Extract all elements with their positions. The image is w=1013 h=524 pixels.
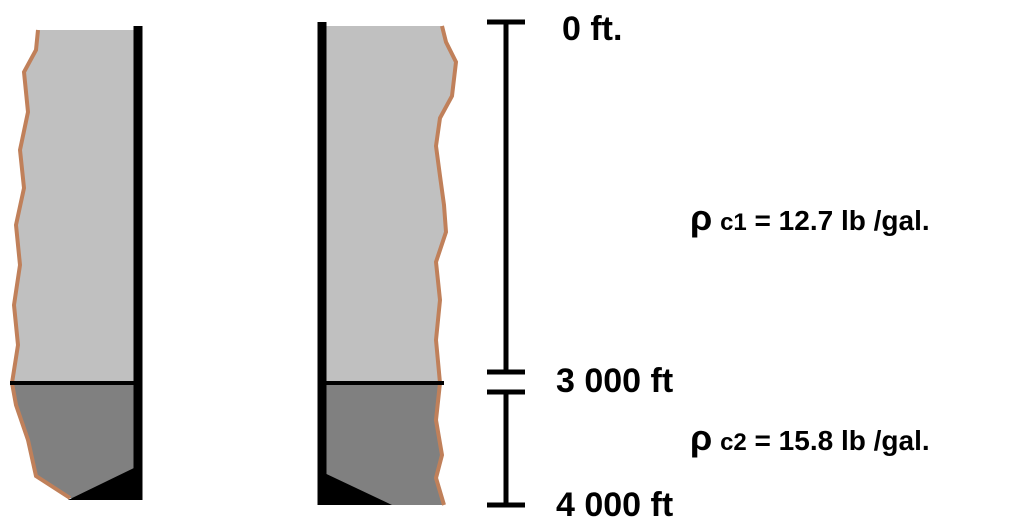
density-subscript: c1 [720, 209, 747, 236]
density-subscript: c2 [720, 429, 747, 456]
density-value: = 15.8 lb /gal. [746, 425, 930, 456]
density-symbol: ρ [690, 417, 713, 458]
left-upper-cement [12, 30, 136, 383]
left-annulus [9, 26, 143, 500]
density-label-lower-cement: ρ c2 = 15.8 lb /gal. [690, 420, 930, 456]
right-casing-shoe [318, 470, 392, 505]
density-value: = 12.7 lb /gal. [746, 205, 930, 236]
right-formation-wall [433, 25, 459, 506]
depth-label-interface: 3 000 ft [556, 362, 674, 400]
depth-label-top: 0 ft. [562, 10, 623, 48]
left-formation-wall [9, 29, 72, 500]
left-lower-cement [12, 383, 136, 498]
density-symbol: ρ [690, 197, 713, 238]
right-lower-cement [322, 383, 444, 505]
density-label-upper-cement: ρ c1 = 12.7 lb /gal. [690, 200, 930, 236]
depth-scale [487, 19, 525, 508]
depth-label-bottom: 4 000 ft [556, 486, 674, 524]
right-annulus [317, 22, 459, 506]
right-upper-cement [322, 26, 456, 383]
left-casing-shoe [68, 466, 138, 500]
